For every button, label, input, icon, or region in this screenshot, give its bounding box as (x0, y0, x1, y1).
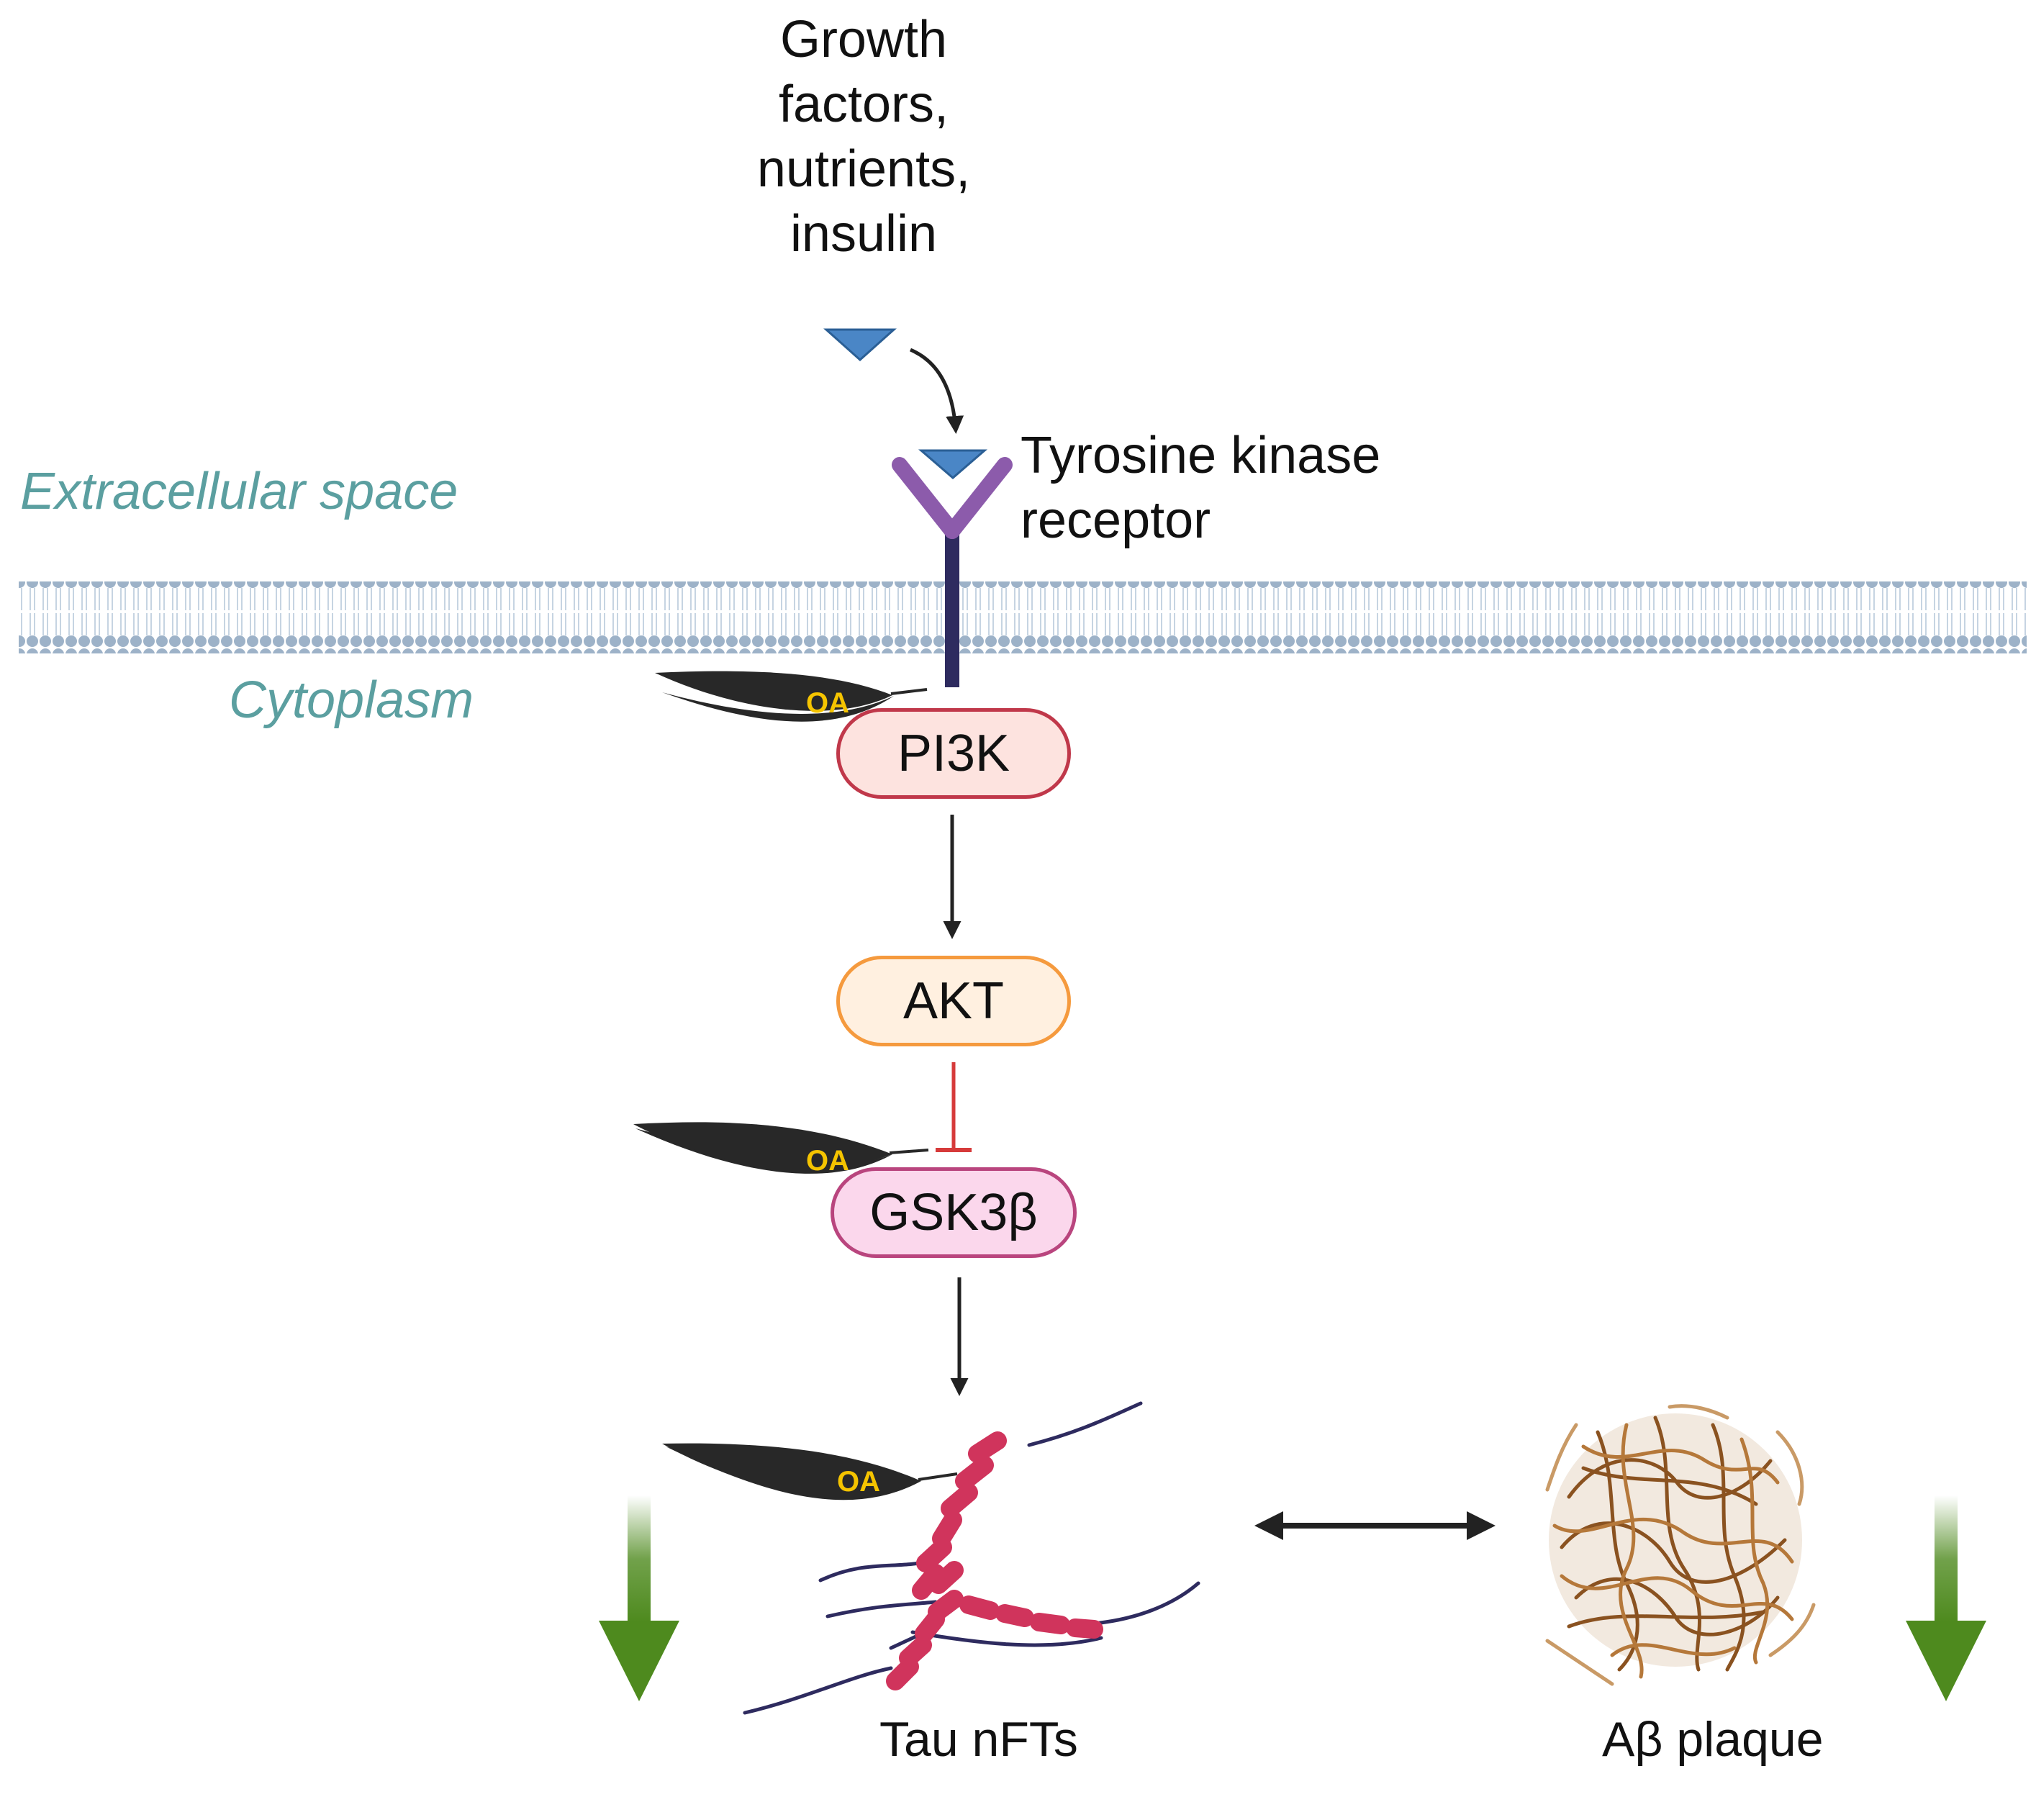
receptor-label: Tyrosine kinase receptor (1021, 423, 1380, 553)
ligand-label-line: insulin (789, 205, 938, 263)
receptor-label-line: receptor (1021, 492, 1211, 549)
extracellular-label: Extracellular space (20, 463, 458, 520)
akt-node: AKT (836, 956, 1071, 1046)
akt-inhibits-gsk3b (936, 1062, 972, 1152)
tau-label: Tau nFTs (879, 1712, 1078, 1767)
receptor-y-icon (892, 449, 1013, 687)
cytoplasm-label: Cytoplasm (229, 671, 474, 729)
abeta-label: Aβ plaque (1602, 1712, 1824, 1767)
receptor-label-line: Tyrosine kinase (1021, 427, 1381, 484)
oa-label: OA (837, 1466, 880, 1498)
decrease-arrow-icon (1906, 1495, 1986, 1701)
ligand-label: Growth factors, nutrients, insulin (677, 7, 1051, 266)
pi3k-node: PI3K (836, 708, 1071, 799)
amyloid-plaque-icon (1545, 1404, 1816, 1686)
oa-drug-icon (655, 671, 928, 722)
ligand-label-line: Growth (779, 11, 948, 68)
ligand-label-line: factors, (778, 76, 949, 133)
gsk3b-node: GSK3β (831, 1167, 1077, 1258)
oa-drug-icon (633, 1122, 929, 1174)
oa-drug-icon (662, 1443, 958, 1500)
ligand-label-line: nutrients, (756, 140, 971, 198)
decrease-arrow-icon (599, 1495, 679, 1701)
cell-membrane (19, 581, 2027, 653)
ligand-triangle-icon (823, 328, 897, 362)
oa-label: OA (806, 1145, 849, 1177)
binding-arrow (910, 348, 964, 434)
tau-tangle-icon (743, 1401, 1200, 1715)
oa-label: OA (806, 687, 849, 719)
